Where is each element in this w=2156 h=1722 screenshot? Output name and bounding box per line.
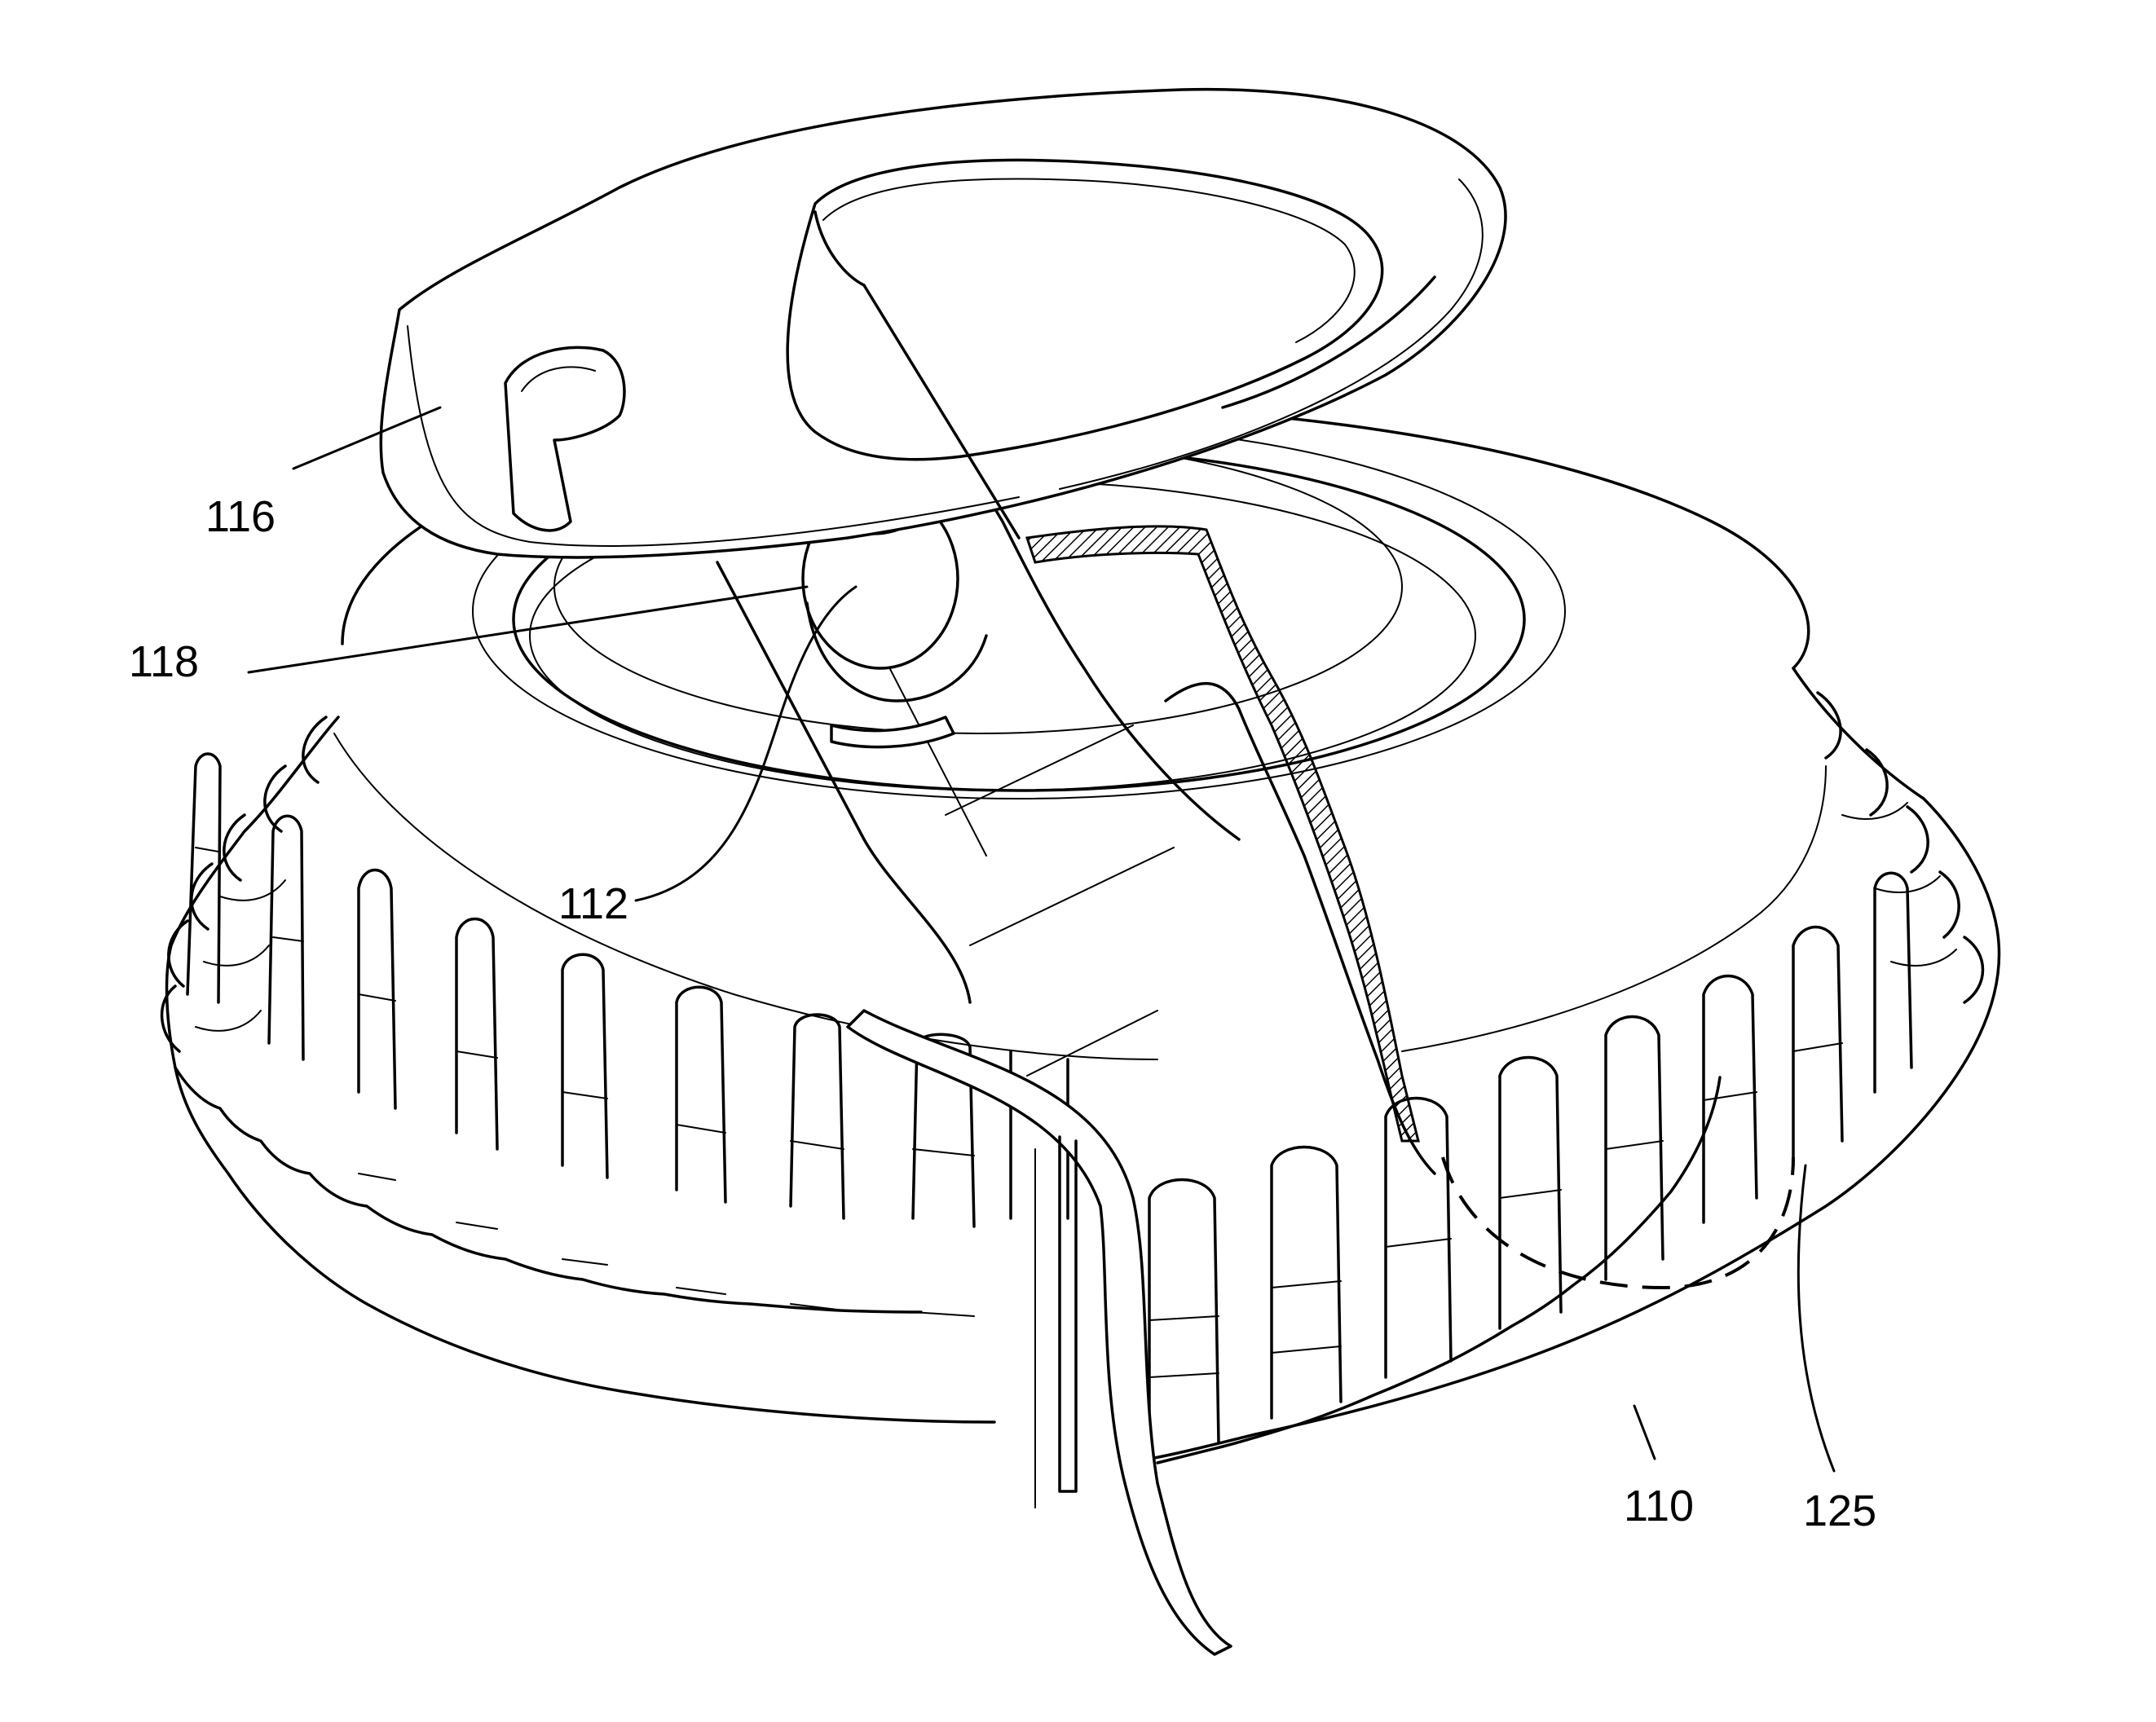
reference-numerals: 116 118 112 110 125: [129, 492, 1876, 1535]
leader-lines: [247, 406, 1836, 1473]
crown-flutes-left: [186, 752, 1069, 1317]
label-118: 118: [129, 637, 199, 686]
crown-flutes-right: [1148, 871, 1913, 1452]
crown-folds-left-side: [160, 716, 328, 1053]
leader-116: [292, 406, 442, 470]
pull-ring: [379, 87, 1507, 559]
leader-125: [1797, 1164, 1836, 1473]
tear-line-dashed: [1441, 1156, 1795, 1290]
tear-strip: [716, 275, 1436, 1656]
leader-118: [247, 585, 809, 674]
leader-112: [634, 585, 858, 902]
crown-cap-body: [160, 403, 2001, 1464]
label-116: 116: [205, 492, 276, 541]
label-110: 110: [1624, 1482, 1694, 1530]
label-112: 112: [558, 879, 628, 928]
tear-strip-section-hatching: [1025, 525, 1420, 1143]
crown-folds-right-side: [1816, 691, 1985, 1004]
leader-110: [1633, 1404, 1656, 1460]
label-125: 125: [1803, 1486, 1876, 1535]
